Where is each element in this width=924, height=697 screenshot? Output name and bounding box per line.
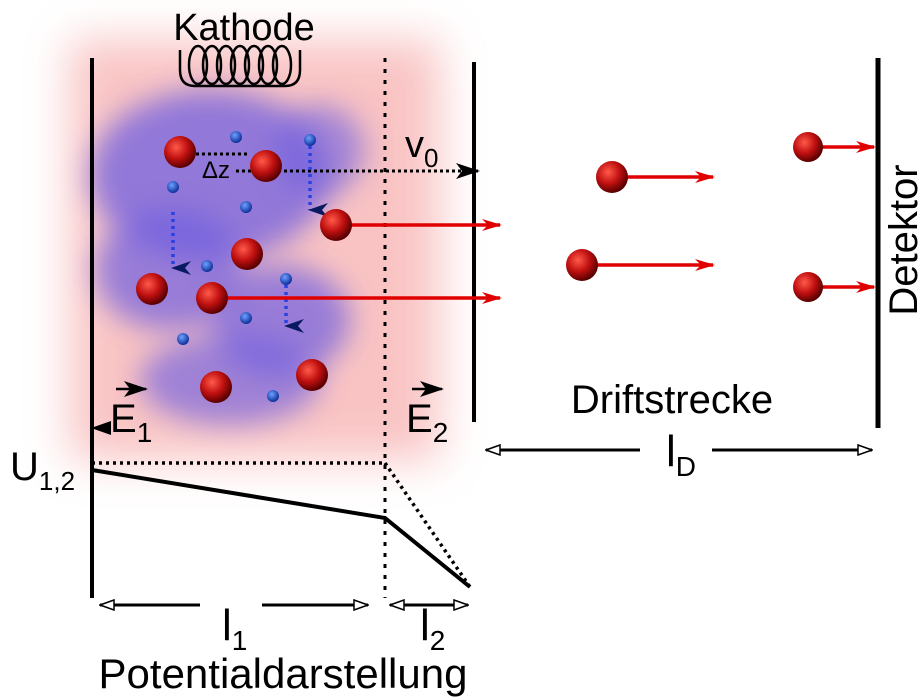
u-label: U1,2	[10, 445, 75, 496]
v0-label: v0	[405, 124, 438, 173]
cathode-coil-icon	[178, 44, 302, 88]
l1-label: l1	[222, 601, 247, 656]
electron	[240, 201, 252, 213]
potential-curve	[91, 468, 472, 589]
ion	[250, 150, 282, 182]
e2-label: E2	[406, 397, 448, 448]
ion	[231, 238, 263, 270]
field-e1: E1	[110, 381, 152, 448]
drift-label: Driftstrecke	[571, 378, 773, 422]
ions	[136, 132, 823, 403]
potential-dotted-drop	[383, 462, 472, 588]
e1-label: E1	[110, 397, 152, 448]
electron	[201, 260, 213, 272]
ion	[320, 209, 352, 241]
l2-label: l2	[420, 601, 445, 656]
electron	[167, 181, 179, 193]
ion	[793, 272, 823, 302]
ion	[296, 359, 328, 391]
ion	[793, 132, 823, 162]
electron	[304, 134, 316, 146]
electron	[280, 273, 292, 285]
cathode-label: Kathode	[173, 7, 315, 49]
field-e2: E2	[406, 381, 448, 448]
electron	[230, 131, 242, 143]
ion	[596, 161, 628, 193]
electron	[267, 390, 279, 402]
ion	[566, 249, 598, 281]
electron	[240, 312, 252, 324]
electron	[177, 333, 189, 345]
ion-arrows	[212, 141, 876, 304]
detector-label: Detektor	[882, 164, 924, 315]
potential-caption: Potentialdarstellung	[99, 650, 468, 697]
electron-arrows	[171, 146, 328, 333]
electrons	[167, 131, 316, 402]
ion	[196, 282, 228, 314]
ld-label: lD	[666, 427, 696, 482]
ion	[164, 136, 196, 168]
dz-label: Δz	[202, 157, 230, 184]
ion	[200, 371, 232, 403]
ion	[136, 273, 168, 305]
